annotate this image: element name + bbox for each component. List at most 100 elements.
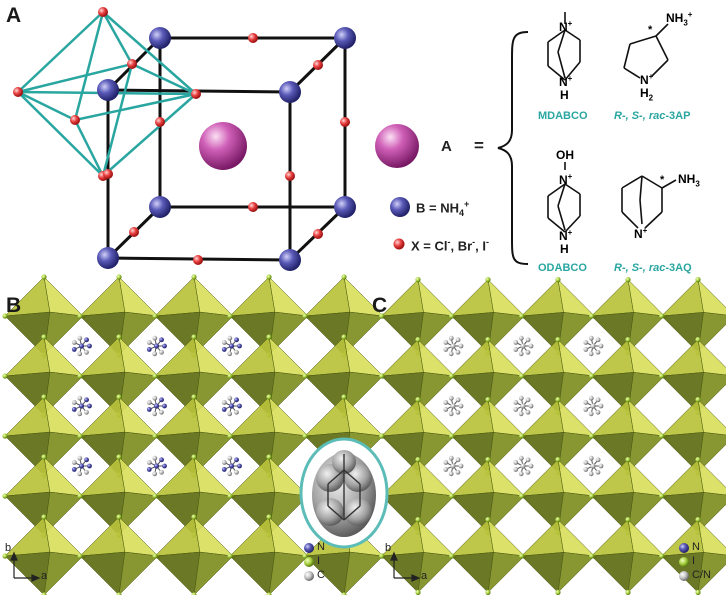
octahedron-unit [229, 336, 309, 416]
iodide-atom [266, 592, 272, 595]
b-site-atoms [97, 27, 356, 271]
octahedron-unit [154, 516, 234, 595]
iodide-atom [449, 433, 455, 439]
organic-cation [132, 326, 181, 366]
legend-b-c: C [317, 569, 325, 581]
3ap-nh3: NH3+ [666, 10, 693, 28]
organic-cation [570, 386, 616, 426]
iodide-atom [302, 313, 308, 319]
iodide-atom [659, 493, 665, 499]
3ap-n: N+ [640, 72, 654, 87]
legend-c-i: I [692, 555, 696, 567]
iodide-atom [227, 493, 233, 499]
iodide-atom [191, 592, 197, 595]
iodide-atom [519, 433, 525, 439]
iodide-atom [415, 397, 421, 403]
iodide-atom [415, 457, 421, 463]
panel-label-b: B [6, 294, 22, 317]
organic-cation [570, 446, 616, 486]
label-mdabco: MDABCO [538, 110, 588, 122]
iodide-atom [485, 457, 491, 463]
iodide-atom [266, 454, 272, 460]
iodide-atom [191, 334, 197, 340]
odabco-oh: OH [556, 148, 574, 162]
equation-equals: = [474, 136, 484, 155]
iodide-atom [2, 553, 8, 559]
iodide-atom [77, 433, 83, 439]
iodide-atom [341, 274, 347, 280]
organic-cation [500, 326, 546, 366]
odabco-structure [547, 162, 581, 233]
legend-c-n: N [692, 541, 700, 553]
iodide-atom [152, 373, 158, 379]
octahedron-unit [520, 458, 596, 534]
a-site-legend-ball [375, 124, 419, 168]
octahedron-unit [590, 278, 666, 354]
octahedron-unit [450, 518, 526, 594]
iodide-atom [191, 514, 197, 520]
iodide-atom [41, 592, 47, 595]
octahedron-unit [660, 398, 726, 474]
organic-cation [570, 326, 616, 366]
organic-cation [57, 326, 106, 366]
iodide-atom [625, 277, 631, 283]
octahedron-unit [380, 338, 456, 414]
organic-cation [430, 386, 476, 426]
octahedron-unit [660, 278, 726, 354]
iodide-atom [625, 457, 631, 463]
iodide-atom [41, 394, 47, 400]
iodide-atom [555, 457, 561, 463]
octahedron-unit [520, 518, 596, 594]
octahedron-unit [520, 338, 596, 414]
iodide-atom [449, 373, 455, 379]
iodide-atom [191, 274, 197, 280]
octahedron-unit [229, 396, 309, 476]
iodide-atom [415, 589, 421, 595]
iodide-atom [485, 337, 491, 343]
iodide-atom [191, 454, 197, 460]
iodide-atom [266, 514, 272, 520]
iodide-atom [485, 397, 491, 403]
iodide-atom [266, 274, 272, 280]
iodide-atom [555, 517, 561, 523]
mdabco-n-top: N+ [559, 19, 573, 34]
iodide-atom [227, 433, 233, 439]
axis-b [10, 551, 41, 582]
octahedron-unit [450, 278, 526, 354]
iodide-atom [659, 373, 665, 379]
iodide-atom [589, 433, 595, 439]
octahedron-unit [229, 516, 309, 595]
iodide-atom [415, 517, 421, 523]
mdabco-inset [299, 437, 389, 549]
x-site-atoms [13, 7, 350, 265]
iodide-atom [485, 589, 491, 595]
octahedron-unit [4, 396, 84, 476]
iodide-atom [379, 373, 385, 379]
odabco-n-top: N+ [559, 172, 573, 187]
b-legend-ball [390, 197, 410, 217]
iodide-atom [695, 589, 701, 595]
legend-c-cn: C/N [692, 569, 711, 581]
iodide-atom [695, 397, 701, 403]
organic-cation [500, 386, 546, 426]
iodide-atom [415, 277, 421, 283]
octahedron-unit [520, 278, 596, 354]
iodide-atom [116, 394, 122, 400]
organic-cation [430, 326, 476, 366]
iodide-atom [589, 493, 595, 499]
3aq-n: N+ [634, 226, 648, 241]
iodide-atom [152, 313, 158, 319]
iodide-atom [695, 517, 701, 523]
iodide-atom [519, 493, 525, 499]
iodide-atom [341, 592, 347, 595]
organic-cation [207, 386, 256, 426]
iodide-atom [555, 337, 561, 343]
organic-cation [207, 326, 256, 366]
octahedron-unit [154, 396, 234, 476]
iodide-atom [659, 313, 665, 319]
mdabco-structure [547, 12, 581, 81]
organic-cation [132, 386, 181, 426]
iodide-atom [2, 493, 8, 499]
3ap-structure [623, 23, 669, 79]
